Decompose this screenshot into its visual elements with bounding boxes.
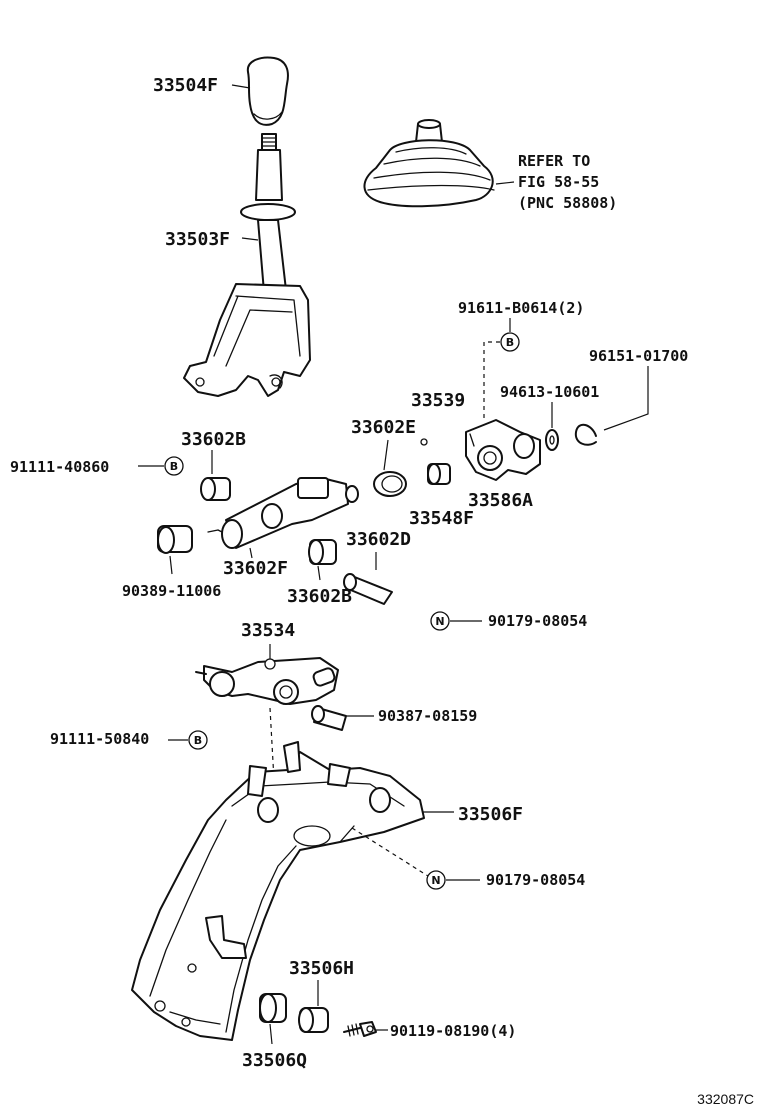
bushing-33602B-bottom-part xyxy=(308,539,337,565)
shift-boot-part xyxy=(363,119,495,208)
shift-lever-part xyxy=(183,133,311,397)
boot-refer-note-line1: REFER TO xyxy=(518,152,590,170)
collar-90387-part xyxy=(311,705,347,731)
label-91111-50840: 91111-50840 xyxy=(50,730,149,748)
svg-text:B: B xyxy=(506,336,514,349)
label-33506F: 33506F xyxy=(458,804,523,825)
shift-knob-part xyxy=(246,56,289,126)
snap-ring-part xyxy=(574,423,597,446)
pin-33602D-part xyxy=(343,573,393,605)
grommet-33506Q-part xyxy=(259,993,287,1023)
label-33602D: 33602D xyxy=(346,529,411,550)
label-91611-B0614: 91611-B0614(2) xyxy=(458,299,584,317)
bushing-33548F-part xyxy=(427,463,451,485)
label-33506Q: 33506Q xyxy=(242,1050,307,1071)
boot-refer-note-line3: (PNC 58808) xyxy=(518,194,617,212)
label-33534: 33534 xyxy=(241,620,295,641)
label-90389-11006: 90389-11006 xyxy=(122,582,221,600)
bushing-90389-part xyxy=(157,525,193,554)
label-33602E: 33602E xyxy=(351,417,416,438)
select-lever-33534-part xyxy=(195,657,339,705)
b-tag-icon: B xyxy=(500,332,520,352)
svg-text:N: N xyxy=(431,874,440,887)
label-33602F: 33602F xyxy=(223,558,288,579)
boot-refer-note-line2: FIG 58-55 xyxy=(518,173,599,191)
label-90179-08054-bottom: 90179-08054 xyxy=(486,871,585,889)
label-33586A: 33586A xyxy=(468,490,533,511)
label-33539: 33539 xyxy=(411,390,465,411)
select-lever-33586A-part xyxy=(465,419,541,481)
retainer-clip-part xyxy=(373,471,407,497)
label-94613-10601: 94613-10601 xyxy=(500,383,599,401)
label-33503F: 33503F xyxy=(165,229,230,250)
label-33602B-top: 33602B xyxy=(181,429,246,450)
label-33506H: 33506H xyxy=(289,958,354,979)
n-tag-icon: N xyxy=(426,870,446,890)
label-33504F: 33504F xyxy=(153,75,218,96)
figure-id: 332087C xyxy=(697,1091,754,1107)
label-91111-40860: 91111-40860 xyxy=(10,458,109,476)
n-tag-icon: N xyxy=(430,611,450,631)
bolt-90119-part xyxy=(343,1021,377,1037)
svg-text:B: B xyxy=(170,460,178,473)
label-33548F: 33548F xyxy=(409,508,474,529)
svg-text:N: N xyxy=(435,615,444,628)
label-96151-01700: 96151-01700 xyxy=(589,347,688,365)
shift-shaft-33602F-part xyxy=(207,477,359,549)
shift-bracket-33506F-part xyxy=(131,741,425,1041)
b-tag-icon: B xyxy=(188,730,208,750)
label-33602B-bottom: 33602B xyxy=(287,586,352,607)
bushing-33602B-top-part xyxy=(200,477,231,501)
small-ball-part xyxy=(420,438,428,446)
washer-part xyxy=(545,429,559,451)
grommet-33506H-part xyxy=(298,1007,329,1033)
label-90179-08054-top: 90179-08054 xyxy=(488,612,587,630)
svg-text:B: B xyxy=(194,734,202,747)
label-90119-08190: 90119-08190(4) xyxy=(390,1022,516,1040)
b-tag-icon: B xyxy=(164,456,184,476)
label-90387-08159: 90387-08159 xyxy=(378,707,477,725)
